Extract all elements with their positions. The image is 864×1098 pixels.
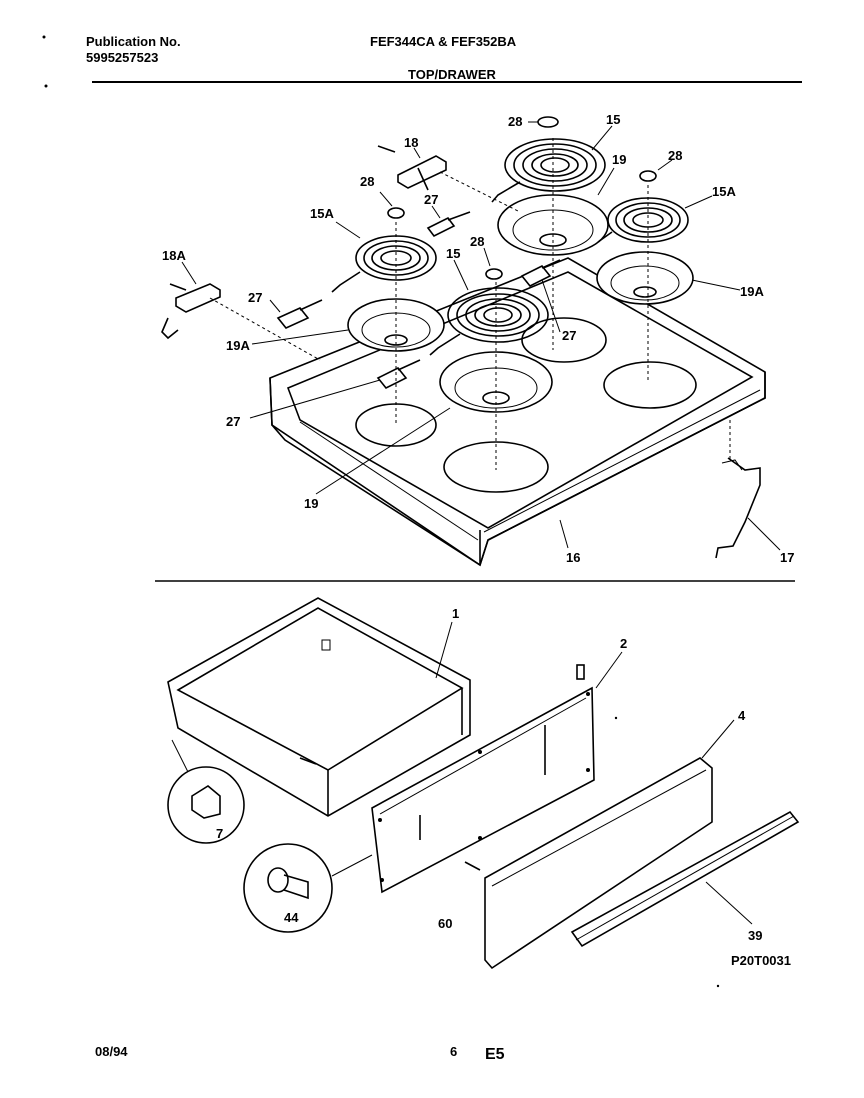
callout-15: 15 (446, 246, 460, 261)
trim-cap-28-left (387, 207, 405, 219)
receptacle-27-d (520, 259, 561, 288)
drip-bowl-19A-right (596, 251, 694, 305)
surface-element-15-rear (491, 138, 606, 203)
drawer-body-1 (167, 597, 471, 817)
callout-19: 19 (612, 152, 626, 167)
callout-18A: 18A (162, 248, 186, 263)
callout-15: 15 (606, 112, 620, 127)
callout-27: 27 (248, 290, 262, 305)
callout-27: 27 (226, 414, 240, 429)
receptacle-27-a (426, 211, 471, 238)
publication-label: Publication No. (86, 34, 181, 49)
callout-16: 16 (566, 550, 580, 565)
callout-28: 28 (668, 148, 682, 163)
callout-2: 2 (620, 636, 627, 651)
trim-cap-28-right (639, 170, 657, 182)
surface-element-15A-right (597, 197, 689, 243)
surface-element-15A-left (331, 235, 437, 293)
roller-44-inset (243, 843, 373, 933)
drawer-front-panel-2 (371, 664, 595, 894)
callout-15A: 15A (310, 206, 334, 221)
drawer-handle-39 (570, 810, 800, 948)
callout-15A: 15A (712, 184, 736, 199)
callout-17: 17 (780, 550, 794, 565)
receptacle-27-c (376, 359, 421, 390)
callout-28: 28 (470, 234, 484, 249)
callout-1: 1 (452, 606, 459, 621)
callout-19A: 19A (740, 284, 764, 299)
callout-19: 19 (304, 496, 318, 511)
callout-27: 27 (424, 192, 438, 207)
callout-7: 7 (216, 826, 223, 841)
trim-cap-28-rear (537, 116, 559, 128)
callout-18: 18 (404, 135, 418, 150)
callout-44: 44 (284, 910, 299, 925)
bracket-18 (377, 145, 447, 191)
section-title: TOP/DRAWER (408, 67, 496, 82)
leader-lines (181, 121, 781, 925)
callout-39: 39 (748, 928, 762, 943)
callout-28: 28 (360, 174, 374, 189)
footer-date: 08/94 (95, 1044, 128, 1059)
drawer-outer-panel-4 (464, 757, 713, 970)
publication-number: 5995257523 (86, 50, 159, 65)
model-numbers: FEF344CA & FEF352BA (370, 34, 517, 49)
callout-19A: 19A (226, 338, 250, 353)
footer-code: E5 (485, 1046, 505, 1063)
figure-code: P20T0031 (731, 953, 791, 968)
glide-7-inset (167, 739, 245, 844)
callout-28: 28 (508, 114, 522, 129)
callout-4: 4 (738, 708, 746, 723)
trim-cap-28-front (485, 268, 503, 280)
surface-element-15-front (429, 287, 549, 356)
footer-page: 6 (450, 1044, 458, 1059)
callout-27: 27 (562, 328, 576, 343)
cooktop-assembly (269, 257, 766, 567)
callout-60: 60 (438, 916, 452, 931)
receptacle-27-b (276, 299, 323, 329)
bracket-18A (161, 283, 221, 340)
callout-labels: 28 15 18 19 28 28 27 15A 15A 28 18A 15 2… (162, 112, 794, 943)
